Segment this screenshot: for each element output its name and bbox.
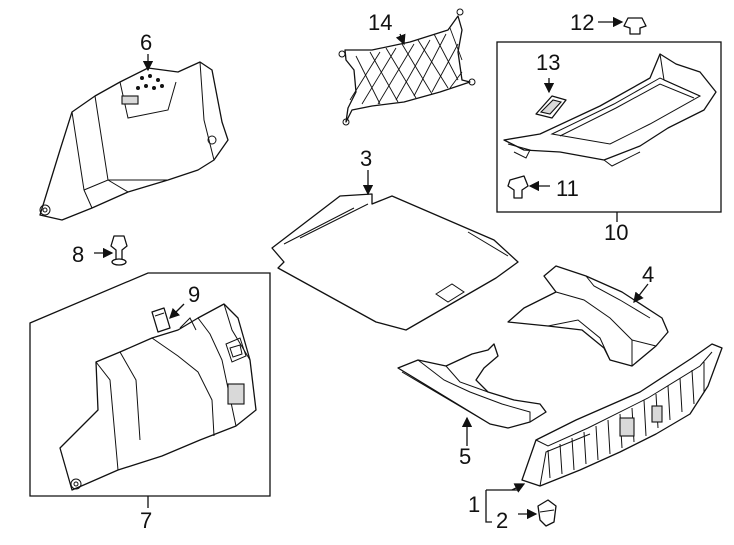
part-11-clip <box>507 175 529 199</box>
part-10-cargo-cover <box>503 53 717 167</box>
callout-14: 14 <box>368 10 392 35</box>
part-3-load-floor-cover <box>271 193 519 331</box>
callout-6: 6 <box>140 30 152 55</box>
part-1-sill-scuff-plate <box>521 343 723 487</box>
part-7-quarter-trim-lower <box>59 303 257 491</box>
part-2-clip <box>537 499 557 527</box>
callout-9: 9 <box>188 282 200 307</box>
callout-12: 12 <box>570 10 594 35</box>
callout-10: 10 <box>604 220 628 245</box>
part-6-quarter-trim-upper <box>39 61 229 221</box>
leader-14 <box>395 33 406 46</box>
part-13-cover-pad <box>535 95 567 119</box>
leader-1 <box>511 483 526 493</box>
part-5-storage-tray <box>397 343 547 429</box>
callout-4: 4 <box>642 262 654 287</box>
callout-5: 5 <box>459 444 471 469</box>
callout-1: 1 <box>468 492 480 517</box>
part-7-group-box <box>29 272 271 497</box>
callout-13: 13 <box>536 50 560 75</box>
part-12-push-fastener <box>623 17 647 35</box>
part-14-cargo-net <box>338 8 476 126</box>
part-8-push-clip <box>110 235 128 266</box>
callout-8: 8 <box>72 242 84 267</box>
callout-7: 7 <box>140 508 152 533</box>
callout-3: 3 <box>360 146 372 171</box>
leader-9 <box>169 303 185 319</box>
part-10-group-box <box>496 41 722 213</box>
callout-11: 11 <box>556 176 579 201</box>
part-4-floor-panel <box>507 265 669 367</box>
part-6-vent-grille <box>136 74 164 90</box>
leader-4 <box>633 283 649 304</box>
part-9-retainer-clip <box>151 307 171 333</box>
callout-2: 2 <box>496 508 508 533</box>
